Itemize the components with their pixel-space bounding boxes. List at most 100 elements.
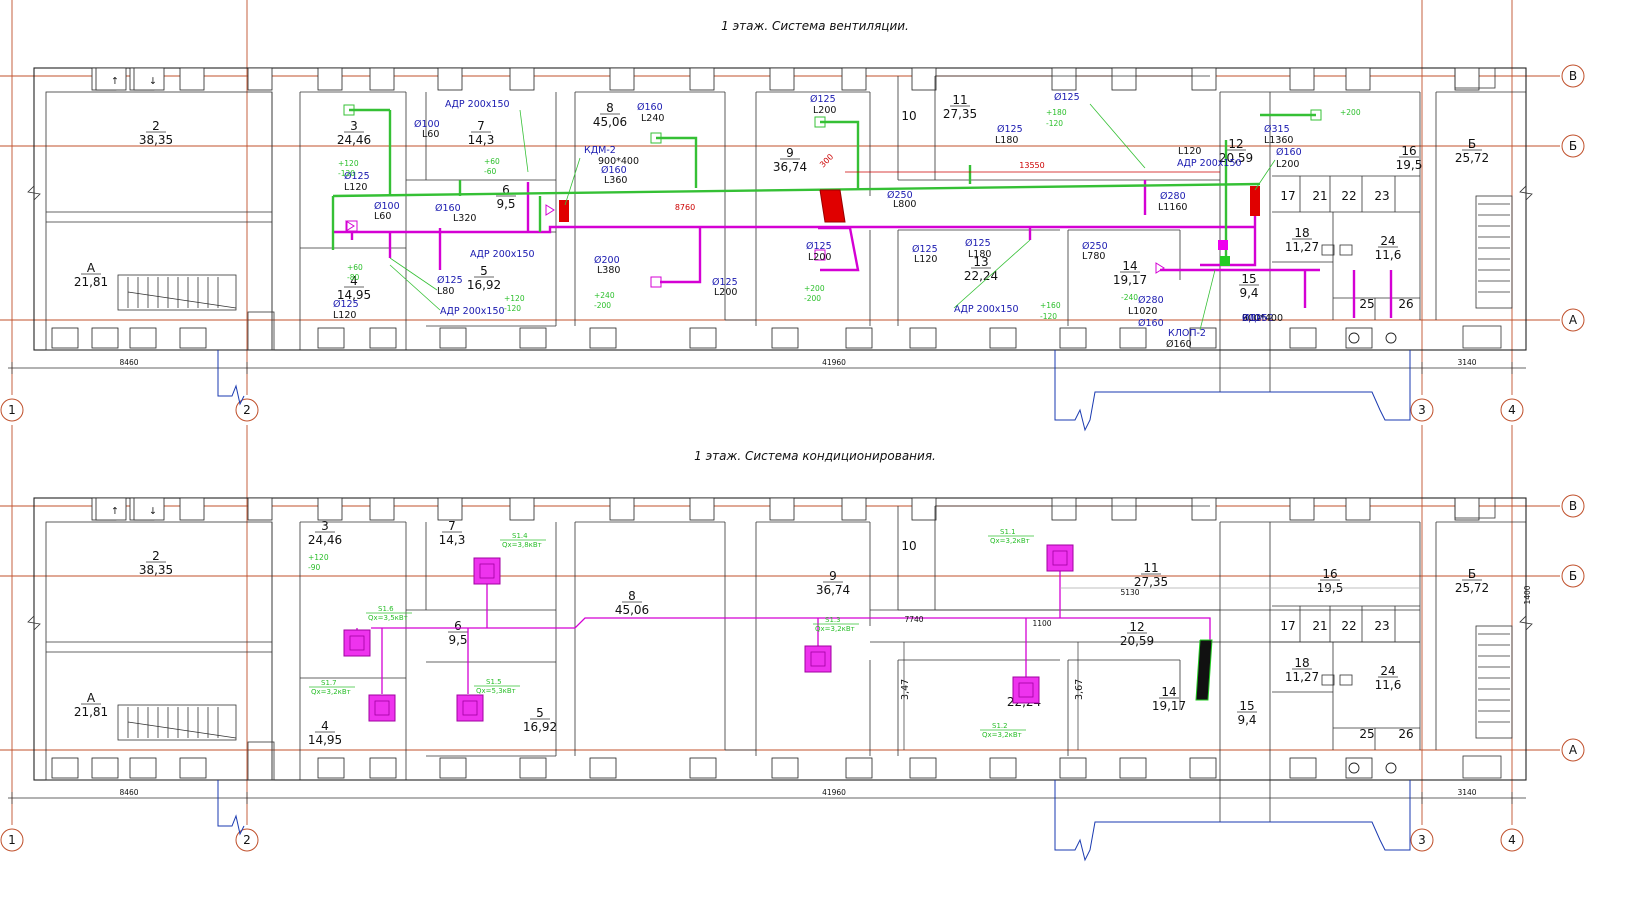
leader-line — [389, 257, 438, 291]
wall-break — [27, 185, 41, 201]
break-line — [1054, 780, 1411, 862]
room-number: 26 — [1398, 297, 1413, 311]
plan-title: 1 этаж. Система кондиционирования. — [694, 449, 936, 463]
window-top — [1454, 67, 1480, 91]
duct-annotation: Ø125 — [1054, 92, 1080, 103]
diffuser-icon — [1310, 109, 1322, 121]
airflow-value: +120 — [338, 159, 359, 168]
window-bottom — [369, 327, 397, 349]
window-bottom — [369, 757, 397, 779]
duct-annotation: L80 — [437, 286, 454, 297]
indoor-unit-S1.2: S1.2Qх=3,2кВт — [980, 676, 1040, 739]
window-bottom — [771, 757, 799, 779]
unit-id: S1.4 — [512, 532, 528, 540]
window-top — [179, 497, 205, 521]
duct-annotation: Ø125 — [965, 238, 991, 249]
axis-bubble — [235, 398, 259, 422]
grille-icon — [1155, 262, 1165, 274]
duct-annotation: Ø200 — [594, 255, 620, 266]
axis-label: 3 — [1418, 833, 1426, 847]
stair-box — [1475, 195, 1513, 309]
duct-annotation: Ø160 — [601, 165, 627, 176]
duct-annotation: Ø125 — [437, 275, 463, 286]
room-number: 4 — [350, 274, 358, 288]
duct-annotation: L120 — [333, 310, 356, 321]
panel-icon — [1321, 674, 1335, 686]
window-top — [911, 67, 937, 91]
indoor-unit-S1.1: S1.1Qх=3,2кВт — [988, 528, 1074, 572]
room-number: 25 — [1359, 727, 1374, 741]
leader-line — [1199, 269, 1216, 331]
axis-bubble — [1561, 738, 1585, 762]
room-area: 11,27 — [1285, 670, 1319, 684]
duct-annotation: Ø160 — [1166, 339, 1192, 350]
room-number: 4 — [321, 719, 329, 733]
room-number: А — [87, 261, 96, 275]
ac-unit-core — [349, 635, 365, 651]
duct-annotation: L60 — [374, 211, 391, 222]
outer-wall — [33, 497, 1527, 781]
duct-length: 1400 — [1523, 585, 1532, 604]
break-line — [217, 780, 245, 836]
stair-a — [117, 274, 237, 311]
room-label-17: 17 — [1280, 189, 1295, 203]
window-top — [369, 67, 395, 91]
room-label-7: 714,3 — [439, 519, 466, 547]
room-number: 3 — [321, 519, 329, 533]
duct-annotation: L120 — [1178, 146, 1201, 157]
airflow-value: +200 — [1340, 108, 1361, 117]
axis-label: В — [1569, 69, 1577, 83]
room-area: 25,72 — [1455, 151, 1489, 165]
room-label-25: 25 — [1359, 297, 1374, 311]
outer-wall — [33, 67, 1527, 351]
unit-id: S1.6 — [378, 605, 394, 613]
airflow-value: +60 — [484, 157, 500, 166]
supply-duct — [660, 228, 702, 284]
indoor-unit-S1.6: S1.6Qх=3,5кВт — [343, 605, 412, 657]
room-label-2: 238,35 — [139, 119, 173, 147]
axis-bubble — [235, 828, 259, 852]
duct-annotation: Ø125 — [810, 94, 836, 105]
duct-length: 1100 — [1032, 619, 1051, 628]
room-area: 16,92 — [523, 720, 557, 734]
dimension-text: 3140 — [1457, 358, 1476, 367]
room-area: 27,35 — [1134, 575, 1168, 589]
hatch-block — [1454, 67, 1496, 89]
window-top — [689, 497, 715, 521]
diffuser-icon — [346, 220, 358, 232]
duct-annotation: L1360 — [1264, 135, 1293, 146]
room-area: 19,17 — [1152, 699, 1186, 713]
room-number: 23 — [1374, 619, 1389, 633]
fan-casing — [819, 189, 846, 223]
indoor-unit-S1.4: S1.4Qх=3,8кВт — [473, 532, 546, 585]
fan-icon — [1348, 332, 1360, 344]
window-bottom — [589, 327, 617, 349]
unit-capacity: Qх=3,8кВт — [502, 541, 542, 549]
window-bottom — [1189, 757, 1217, 779]
hatch-block — [1454, 497, 1496, 519]
unit-capacity: Qх=3,2кВт — [815, 625, 855, 633]
window-top — [1289, 497, 1315, 521]
room-number: 18 — [1294, 656, 1309, 670]
leader-line — [953, 239, 1031, 309]
diffuser-icon — [650, 132, 662, 144]
room-number: 21 — [1312, 189, 1327, 203]
arrow-up-icon: ↑ — [111, 506, 119, 517]
window-bottom — [845, 757, 873, 779]
leader-line — [389, 264, 441, 311]
room-number: 14 — [1122, 259, 1137, 273]
axis-bubble — [1410, 828, 1434, 852]
duct-annotation: Ø315 — [1264, 124, 1290, 135]
window-top — [509, 67, 535, 91]
room-area: 14,95 — [308, 733, 342, 747]
window-bottom — [179, 327, 207, 349]
axis-bubble — [1561, 308, 1585, 332]
window-top — [247, 497, 273, 521]
axis-label: В — [1569, 499, 1577, 513]
ac-unit-core — [479, 563, 495, 579]
axis-label: 3 — [1418, 403, 1426, 417]
window-top — [1111, 67, 1137, 91]
